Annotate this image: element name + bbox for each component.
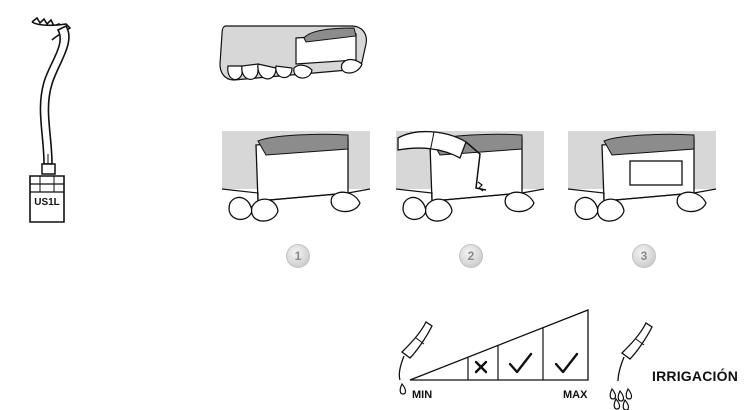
step-3-illustration (567, 131, 717, 229)
level-3-check-icon (554, 352, 579, 374)
osteotomy-window (629, 160, 683, 186)
irrigation-scale (380, 300, 610, 400)
max-label: MAX (563, 389, 588, 401)
tip-model-label: US1L (34, 197, 60, 208)
step-3-badge: 3 (632, 244, 656, 268)
irrigation-title: IRRIGACIÓN (652, 368, 738, 384)
step-1-badge: 1 (286, 244, 310, 268)
us1l-tip-illustration: US1L (18, 14, 88, 229)
level-1-cross-icon (474, 360, 488, 374)
max-handpiece-icon (600, 322, 660, 410)
min-drop-icon (399, 382, 407, 395)
tip-hex-body (29, 175, 65, 223)
max-drops-icon (609, 387, 633, 410)
step-2-badge: 2 (459, 244, 483, 268)
step-2-illustration (395, 128, 545, 228)
min-handpiece-icon (401, 321, 433, 359)
step-1-illustration (221, 131, 371, 229)
graft-block (257, 133, 349, 156)
handpiece (397, 130, 467, 159)
tip-shaft (39, 24, 70, 165)
level-2-check-icon (508, 352, 533, 374)
jaw-overview-illustration (212, 20, 372, 92)
min-label: MIN (412, 389, 433, 401)
